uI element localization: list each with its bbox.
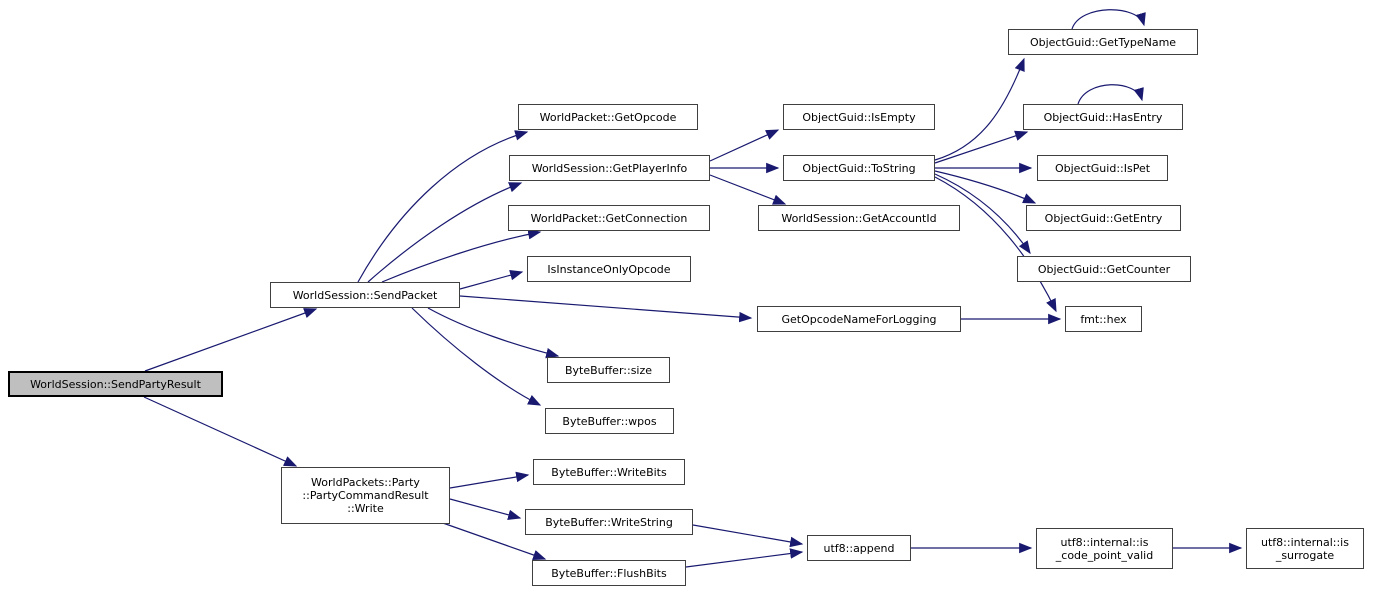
node-fmt-hex[interactable]: fmt::hex — [1065, 306, 1142, 332]
edge-tostring-getentry — [934, 170, 1037, 204]
edge-sendpacket-getconnection — [381, 229, 542, 283]
node-partycommandresult-write[interactable]: WorldPackets::Party ::PartyCommandResult… — [281, 467, 450, 524]
node-bytebuffer-writestring[interactable]: ByteBuffer::WriteString — [525, 509, 693, 535]
edge-write-writestring — [449, 498, 522, 520]
node-isinstanceonlyopcode[interactable]: IsInstanceOnlyOpcode — [527, 256, 691, 282]
edge-sendpartyresult-sendpacket — [144, 308, 318, 372]
edge-sendpacket-getopcodenameforlogging — [459, 295, 753, 323]
node-line: ::PartyCommandResult — [302, 489, 429, 502]
node-line: utf8::internal::is — [1060, 535, 1149, 549]
node-line: ::Write — [347, 502, 384, 515]
node-objectguid-tostring[interactable]: ObjectGuid::ToString — [783, 155, 935, 181]
edge-write-writebits — [449, 471, 530, 489]
edge-sendpacket-getplayerinfo — [367, 182, 523, 283]
edge-tostring-getcounter — [934, 173, 1031, 255]
node-line: _surrogate — [1275, 548, 1335, 562]
node-bytebuffer-flushbits[interactable]: ByteBuffer::FlushBits — [532, 560, 686, 586]
edge-getplayerinfo-getaccountid — [709, 174, 787, 205]
node-bytebuffer-size[interactable]: ByteBuffer::size — [547, 357, 670, 383]
edge-tostring-hasentry — [934, 130, 1029, 164]
node-getplayerinfo[interactable]: WorldSession::GetPlayerInfo — [509, 155, 710, 181]
edge-getplayerinfo-isempty — [709, 129, 780, 162]
node-objectguid-gettypename[interactable]: ObjectGuid::GetTypeName — [1008, 29, 1198, 55]
node-sendpacket[interactable]: WorldSession::SendPacket — [270, 282, 460, 308]
node-objectguid-hasentry[interactable]: ObjectGuid::HasEntry — [1023, 104, 1183, 130]
node-getconnection[interactable]: WorldPacket::GetConnection — [508, 205, 710, 231]
edge-flushbits-append — [685, 548, 804, 568]
node-sendpartyresult: WorldSession::SendPartyResult — [8, 371, 223, 397]
node-bytebuffer-writebits[interactable]: ByteBuffer::WriteBits — [533, 459, 685, 485]
node-line: utf8::internal::is — [1261, 535, 1349, 549]
node-getaccountid[interactable]: WorldSession::GetAccountId — [758, 205, 960, 231]
node-getopcodenameforlogging[interactable]: GetOpcodeNameForLogging — [757, 306, 961, 332]
edge-sendpacket-getopcode — [357, 130, 529, 283]
node-objectguid-isempty[interactable]: ObjectGuid::IsEmpty — [783, 104, 935, 130]
edge-sendpacket-isinstanceonlyopcode — [459, 270, 524, 290]
edge-sendpartyresult-write — [143, 396, 298, 467]
node-objectguid-ispet[interactable]: ObjectGuid::IsPet — [1037, 155, 1168, 181]
node-utf8-append[interactable]: utf8::append — [807, 535, 911, 561]
edge-hasentry-selfloop — [1077, 84, 1144, 105]
edge-writestring-append — [692, 524, 804, 548]
node-utf8-is-surrogate[interactable]: utf8::internal::is _surrogate — [1246, 528, 1364, 569]
edge-tostring-gettypename — [934, 57, 1025, 161]
edge-sendpacket-size — [427, 307, 560, 359]
node-utf8-is-code-point-valid[interactable]: utf8::internal::is _code_point_valid — [1036, 528, 1173, 569]
node-line: _code_point_valid — [1055, 548, 1154, 562]
node-getopcode[interactable]: WorldPacket::GetOpcode — [518, 104, 698, 130]
node-objectguid-getentry[interactable]: ObjectGuid::GetEntry — [1026, 205, 1181, 231]
node-objectguid-getcounter[interactable]: ObjectGuid::GetCounter — [1017, 256, 1191, 282]
edge-write-flushbits — [439, 521, 547, 561]
edge-gettypename-selfloop — [1071, 9, 1146, 30]
node-bytebuffer-wpos[interactable]: ByteBuffer::wpos — [545, 408, 674, 434]
edge-sendpacket-wpos — [411, 307, 542, 406]
node-line: WorldPackets::Party — [311, 476, 420, 489]
edge-tostring-fmthex — [934, 176, 1057, 313]
